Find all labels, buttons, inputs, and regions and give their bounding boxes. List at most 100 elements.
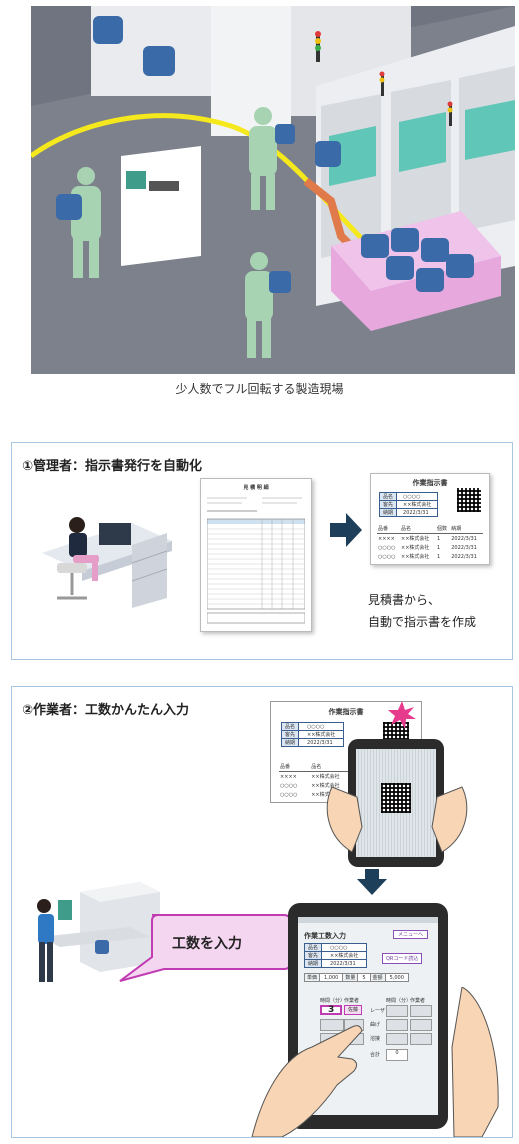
paper-table: 品番 品名 ×××× ××株式会社 ○○○○ ××株式会社 ○○○○ ××株式会社	[279, 762, 359, 799]
arrow-right-icon	[330, 513, 362, 547]
table-row: ○○○○ ××株式会社	[279, 781, 359, 790]
summary-row: 単価 1,000 数量 5 金額 5,000	[303, 973, 409, 982]
panel-manager: ①管理者：指示書発行を自動化 見 積 明 細	[11, 442, 513, 660]
field-label: 納期	[303, 959, 323, 968]
worker-select[interactable]: 佐藤	[344, 1005, 362, 1015]
field-label: 客先	[280, 730, 300, 739]
time-input[interactable]: 3	[320, 1005, 342, 1015]
left-header-worker: 作業者	[344, 998, 360, 1004]
monitor-icon	[99, 523, 131, 545]
material-crate	[143, 46, 175, 76]
summary-label: 金額	[369, 973, 386, 982]
monitor-screen	[126, 171, 146, 189]
left-header-time: 時間（分）	[320, 998, 346, 1004]
summary-label: 数量	[342, 973, 359, 982]
field-value: 2022/3/31	[396, 508, 439, 517]
worker-station-illustration	[37, 882, 160, 982]
worker-figure	[56, 167, 101, 278]
row-label: レーザ	[370, 1008, 385, 1014]
menu-button[interactable]: メニューへ	[393, 930, 429, 939]
summary-value: 1,000	[319, 973, 344, 982]
row-label: 溶接	[370, 1036, 381, 1042]
field-value: 2022/3/31	[321, 959, 368, 968]
field-label: 客先	[303, 951, 323, 960]
right-header-time: 時間（分）	[386, 998, 412, 1004]
table-header: 納期	[450, 524, 483, 534]
time-input[interactable]	[386, 1005, 408, 1017]
form-title: 作業工数入力	[304, 932, 346, 940]
time-input-value: 3	[328, 1005, 335, 1015]
field-value: ○○○○	[298, 722, 345, 731]
estimate-table-lines	[207, 497, 305, 624]
time-input[interactable]	[386, 1019, 408, 1031]
callout-text: 工数を入力	[172, 936, 242, 952]
table-cell: ○○○○	[280, 791, 298, 798]
qr-scan-button[interactable]: QRコード読込	[382, 953, 423, 964]
monitor-screen	[58, 900, 72, 920]
worker-figure	[249, 107, 295, 210]
factory-illustration	[31, 6, 515, 374]
field-label: 納期	[280, 738, 300, 747]
arrow-down-icon	[357, 869, 387, 895]
field-value: ○○○○	[321, 943, 368, 952]
table-cell: 2022/3/31	[451, 544, 477, 551]
table-header: 品名	[310, 762, 359, 772]
table-row: ○○○○ ××株式会社 1 2022/3/31	[377, 552, 483, 561]
table-cell: ××株式会社	[311, 774, 340, 780]
office-worker-illustration	[42, 517, 172, 608]
field-label: 客先	[378, 500, 398, 509]
field-label: 納期	[378, 508, 398, 517]
table-cell: ××株式会社	[311, 792, 340, 798]
field-value: ××株式会社	[396, 500, 439, 509]
panel-manager-description: 見積書から、 自動で指示書を作成	[368, 589, 476, 633]
table-row: ○○○○ ××株式会社 1 2022/3/31	[377, 543, 483, 552]
qr-code-icon	[457, 488, 481, 512]
row-label: 曲げ	[370, 1022, 381, 1028]
table-cell: ××××	[378, 535, 395, 542]
total-value: 0	[386, 1049, 408, 1061]
summary-value: 5	[357, 973, 371, 982]
qr-code-icon	[381, 783, 411, 813]
table-cell: ○○○○	[280, 782, 298, 789]
table-header: 品名	[400, 524, 437, 534]
time-input[interactable]	[320, 1019, 344, 1031]
field-label: 品名	[303, 943, 323, 952]
field-value: ××株式会社	[321, 951, 368, 960]
floor-line	[31, 113, 433, 299]
description-line: 自動で指示書を作成	[368, 615, 477, 629]
table-cell: 1	[437, 535, 441, 542]
scan-burst-icon	[388, 701, 416, 729]
field-value: ○○○○	[396, 492, 439, 501]
table-cell: ○○○○	[378, 553, 396, 560]
table-cell: ××株式会社	[401, 554, 430, 560]
instruction-title: 作業指示書	[412, 479, 448, 487]
worker-select[interactable]	[410, 1019, 432, 1031]
field-value: 2022/3/31	[298, 738, 345, 747]
table-cell: ××××	[280, 773, 297, 780]
table-header: 個数	[436, 524, 451, 534]
table-cell: ××株式会社	[311, 783, 340, 789]
table-row: ×××× ××株式会社	[279, 772, 359, 782]
total-label: 合計	[370, 1052, 381, 1058]
scanning-tablet	[348, 739, 444, 867]
summary-value: 5,000	[384, 973, 409, 982]
worker-select[interactable]	[410, 1033, 432, 1045]
table-header: 品番	[279, 762, 311, 772]
estimate-document: 見 積 明 細	[200, 478, 312, 632]
table-cell: ××株式会社	[401, 536, 430, 542]
panel-manager-title: ①管理者：指示書発行を自動化	[22, 459, 203, 474]
worker-select[interactable]	[410, 1005, 432, 1017]
table-cell: 1	[437, 553, 441, 560]
field-value: ××株式会社	[298, 730, 345, 739]
time-input[interactable]	[386, 1033, 408, 1045]
table-cell: 2022/3/31	[451, 535, 477, 542]
table-cell: ××株式会社	[401, 545, 430, 551]
table-header: 品番	[377, 524, 401, 534]
table-row: ×××× ××株式会社 1 2022/3/31	[377, 534, 483, 544]
right-header-worker: 作業者	[410, 998, 426, 1004]
field-label: 品名	[378, 492, 398, 501]
